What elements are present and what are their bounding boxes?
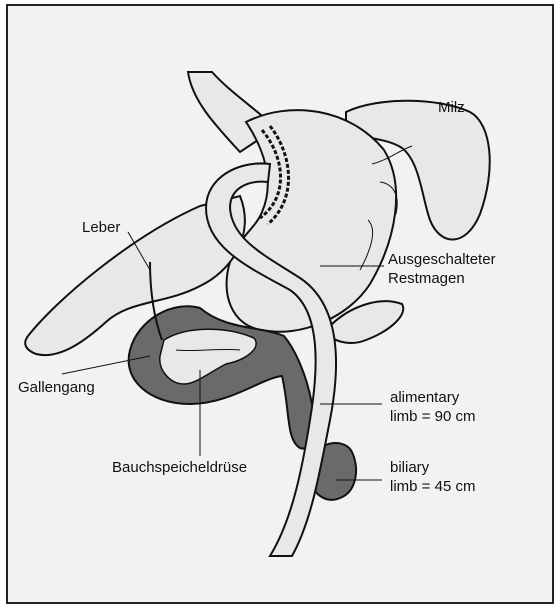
label-restmagen: Ausgeschalteter Restmagen bbox=[388, 250, 496, 288]
label-leber: Leber bbox=[82, 218, 120, 237]
label-biliary-limb: biliary limb = 45 cm bbox=[390, 458, 475, 496]
label-bauchspeicheldruese: Bauchspeicheldrüse bbox=[112, 458, 247, 477]
label-alimentary-limb: alimentary limb = 90 cm bbox=[390, 388, 475, 426]
label-milz: Milz bbox=[438, 98, 465, 117]
label-gallengang: Gallengang bbox=[18, 378, 95, 397]
